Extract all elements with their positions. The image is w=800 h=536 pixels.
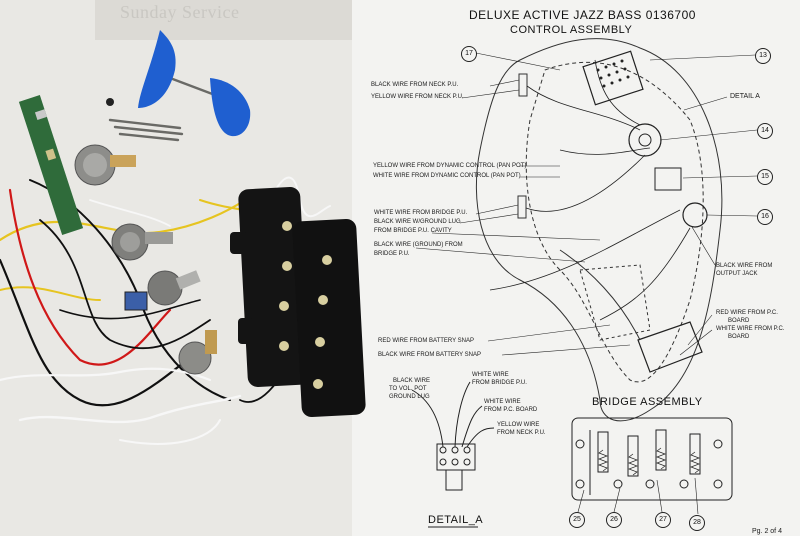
- callout-15: 15: [757, 169, 773, 185]
- callout-26: 26: [606, 512, 622, 528]
- detail-yellow-wire: YELLOW WIRE: [497, 422, 540, 428]
- detail-a-label: DETAIL A: [730, 93, 760, 100]
- label-white-wire-pan: WHITE WIRE FROM DYNAMIC CONTROL (PAN POT…: [373, 173, 521, 179]
- pc-board-drawing: [582, 50, 644, 106]
- background-sheet-heading: Sunday Service: [120, 2, 240, 22]
- neck-pickup-outline: [518, 73, 528, 97]
- diagram-wires: [489, 59, 691, 321]
- switch-drawing: [654, 167, 682, 191]
- sheet-title: DELUXE ACTIVE JAZZ BASS 0136700: [469, 8, 696, 22]
- callout-13: 13: [755, 48, 771, 64]
- detail-a-drawing: [411, 381, 495, 491]
- callout-27: 27: [655, 512, 671, 528]
- bridge-assembly-title: BRIDGE ASSEMBLY: [592, 396, 703, 408]
- bridge-pickup: [292, 218, 366, 418]
- mini-switch: [124, 291, 148, 311]
- label-bridge-pu: BRIDGE P.U.: [374, 251, 410, 257]
- label-yellow-wire-neck: YELLOW WIRE FROM NECK P.U.: [371, 94, 464, 100]
- label-from-bridge-cavity: FROM BRIDGE P.U. CAVITY: [374, 228, 452, 234]
- label-black-wire-neck: BLACK WIRE FROM NECK P.U.: [371, 82, 459, 88]
- callout-16: 16: [757, 209, 773, 225]
- page-note: Pg. 2 of 4: [752, 528, 782, 535]
- small-screw: [106, 98, 114, 106]
- top-paper-strip: [95, 0, 370, 40]
- neck-pickup: [230, 187, 310, 387]
- blue-tape-2: [210, 78, 251, 137]
- detail-to-vol-pot: TO VOL. POT: [389, 386, 427, 392]
- label-red-wire-pc-board: BOARD: [728, 318, 750, 324]
- label-white-wire-pc: WHITE WIRE FROM P.C.: [716, 326, 785, 332]
- detail-from-pc-board: FROM P.C. BOARD: [484, 407, 538, 413]
- detail-black-wire: BLACK WIRE: [393, 378, 431, 384]
- leader-lines: [415, 52, 758, 356]
- label-output-jack: OUTPUT JACK: [716, 271, 758, 277]
- sheet-subtitle: CONTROL ASSEMBLY: [510, 24, 633, 36]
- pot-3: [147, 270, 201, 306]
- detail-a-bottom-title: DETAIL_A: [428, 514, 484, 526]
- control-cavity: [525, 61, 704, 383]
- detail-from-neck-pu: FROM NECK P.U.: [497, 430, 546, 436]
- pot-4: [178, 330, 217, 375]
- saddle-springs: [598, 447, 700, 476]
- body-outline: [475, 38, 723, 422]
- label-white-wire-bridge: WHITE WIRE FROM BRIDGE P.U.: [374, 210, 468, 216]
- pc-board: [18, 95, 84, 235]
- label-black-wire-ground-lug: BLACK WIRE W/GROUND LUG: [374, 219, 461, 225]
- label-white-wire-pc-board: BOARD: [728, 334, 750, 340]
- label-black-wire-battery: BLACK WIRE FROM BATTERY SNAP: [378, 352, 482, 358]
- bridge-saddles: [597, 429, 701, 477]
- label-black-wire-ground: BLACK WIRE (GROUND) FROM: [374, 242, 463, 248]
- pot-1: [74, 144, 136, 186]
- detail-white-wire-1: WHITE WIRE: [472, 372, 509, 378]
- detail-white-wire-2: WHITE WIRE: [484, 399, 521, 405]
- callout-28: 28: [689, 515, 705, 531]
- pc-board-pads: [596, 59, 630, 88]
- battery-drawing: [637, 321, 703, 373]
- detail-ground-lug: GROUND LUG: [389, 394, 430, 400]
- label-black-wire-from: BLACK WIRE FROM: [716, 263, 773, 269]
- detail-from-bridge-pu: FROM BRIDGE P.U.: [472, 380, 527, 386]
- pan-pot-shaft: [638, 133, 652, 147]
- callout-17: 17: [461, 46, 477, 62]
- callout-25: 25: [569, 512, 585, 528]
- pot-2: [111, 223, 173, 261]
- bridge-assembly-drawing: [571, 417, 733, 501]
- pickguard-line: [559, 249, 641, 341]
- bridge-pickup-outline: [517, 195, 527, 219]
- label-yellow-wire-pan: YELLOW WIRE FROM DYNAMIC CONTROL (PAN PO…: [373, 163, 527, 169]
- screws: [108, 76, 217, 142]
- blue-tape-1: [138, 30, 176, 108]
- instruction-sheet: [352, 0, 800, 536]
- label-red-wire-battery: RED WIRE FROM BATTERY SNAP: [378, 338, 475, 344]
- label-red-wire-pc: RED WIRE FROM P.C.: [716, 310, 778, 316]
- callout-14: 14: [757, 123, 773, 139]
- bridge-callout-lines: [577, 477, 699, 515]
